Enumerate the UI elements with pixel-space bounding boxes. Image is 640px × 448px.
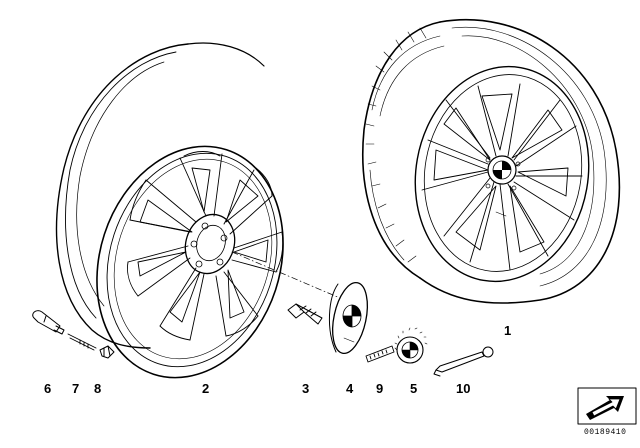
emblem bbox=[394, 327, 428, 364]
callout-2: 2 bbox=[202, 381, 210, 396]
callout-5: 5 bbox=[410, 381, 418, 396]
callout-3: 3 bbox=[302, 381, 310, 396]
callout-9: 9 bbox=[376, 381, 384, 396]
reference-frame-icon bbox=[577, 387, 637, 425]
complete-wheel-with-tyre bbox=[361, 18, 621, 304]
valve bbox=[32, 310, 65, 335]
callout-7: 7 bbox=[72, 381, 80, 396]
reference-code: 00189410 bbox=[584, 428, 627, 437]
valve-insert bbox=[67, 333, 97, 351]
hub-cap-tool bbox=[433, 346, 494, 377]
hub-cap bbox=[328, 281, 368, 355]
callout-4: 4 bbox=[346, 381, 354, 396]
callout-10: 10 bbox=[456, 381, 471, 396]
callout-6: 6 bbox=[44, 381, 52, 396]
light-alloy-rim bbox=[55, 42, 284, 379]
valve-cap bbox=[99, 345, 115, 359]
callout-1: 1 bbox=[504, 323, 512, 338]
axis-line bbox=[231, 251, 341, 299]
callout-8: 8 bbox=[94, 381, 102, 396]
balance-weight bbox=[365, 345, 395, 363]
wheel-bolt bbox=[287, 303, 323, 325]
